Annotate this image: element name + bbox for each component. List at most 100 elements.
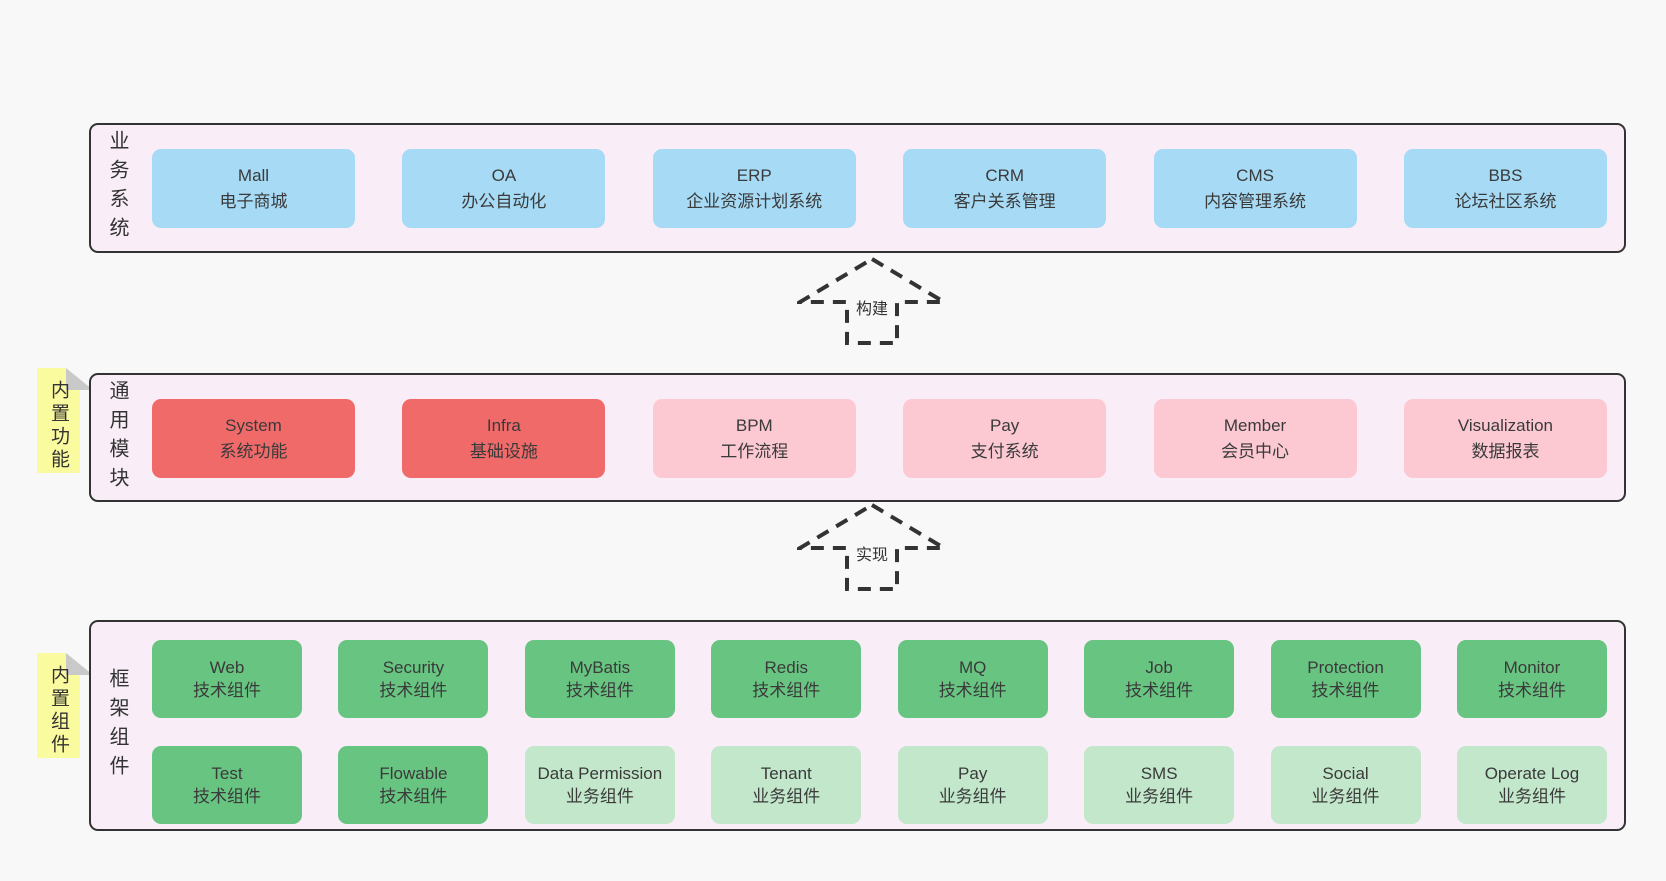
business-systems-row: Mall 电子商城 OA 办公自动化 ERP 企业资源计划系统 CRM 客户关系…: [152, 149, 1607, 228]
box-name: Data Permission: [537, 763, 663, 783]
box-name: Social: [1322, 763, 1369, 783]
box-tenant: Tenant 业务组件: [711, 746, 862, 824]
box-pay-component: Pay 业务组件: [897, 746, 1048, 824]
box-name: Member: [1223, 416, 1287, 435]
common-modules-layer: 通用模块 System 系统功能 Infra 基础设施 BPM 工作流程 Pay…: [89, 373, 1626, 502]
box-desc: 技术组件: [565, 681, 634, 700]
box-name: Visualization: [1457, 416, 1554, 435]
box-desc: 业务组件: [565, 787, 634, 806]
framework-components-row-2: Test 技术组件 Flowable 技术组件 Data Permission …: [152, 746, 1607, 824]
box-name: MQ: [958, 657, 987, 677]
implement-arrow-label: 实现: [851, 540, 893, 566]
box-cms: CMS 内容管理系统: [1153, 149, 1357, 228]
box-desc: 客户关系管理: [953, 191, 1056, 211]
box-name: Flowable: [379, 763, 448, 783]
box-data-permission: Data Permission 业务组件: [524, 746, 675, 824]
box-desc: 技术组件: [1125, 681, 1194, 700]
box-mq: MQ 技术组件: [897, 640, 1048, 718]
box-desc: 支付系统: [970, 441, 1039, 461]
box-desc: 电子商城: [219, 191, 288, 211]
box-crm: CRM 客户关系管理: [903, 149, 1107, 228]
box-name: Monitor: [1503, 657, 1561, 677]
layer-label-common-modules: 通用模块: [106, 379, 128, 496]
sticky-note-built-in-features: 内置功能: [37, 368, 93, 473]
box-name: MyBatis: [569, 657, 631, 677]
box-desc: 技术组件: [1311, 681, 1380, 700]
box-desc: 业务组件: [1497, 787, 1566, 806]
box-infra: Infra 基础设施: [402, 399, 606, 478]
box-desc: 数据报表: [1471, 441, 1540, 461]
box-name: Test: [211, 763, 243, 783]
framework-components-row-1: Web 技术组件 Security 技术组件 MyBatis 技术组件 Redi…: [152, 640, 1607, 718]
box-name: Protection: [1307, 657, 1384, 677]
box-mybatis: MyBatis 技术组件: [524, 640, 675, 718]
box-name: System: [225, 416, 282, 435]
sticky-note-built-in-components: 内置组件: [37, 653, 93, 758]
box-visualization: Visualization 数据报表: [1403, 399, 1607, 478]
box-desc: 技术组件: [379, 787, 448, 806]
box-job: Job 技术组件: [1084, 640, 1235, 718]
common-modules-row: System 系统功能 Infra 基础设施 BPM 工作流程 Pay 支付系统…: [152, 399, 1607, 478]
business-systems-layer: 业务系统 Mall 电子商城 OA 办公自动化 ERP 企业资源计划系统 CRM…: [89, 123, 1626, 253]
box-name: CMS: [1236, 166, 1274, 185]
box-desc: 业务组件: [1311, 787, 1380, 806]
box-security: Security 技术组件: [338, 640, 489, 718]
build-arrow: 构建: [797, 256, 947, 346]
box-web: Web 技术组件: [152, 640, 302, 718]
box-name: BPM: [735, 416, 773, 435]
layer-label-framework-components: 框架组件: [106, 667, 128, 784]
box-name: Tenant: [760, 763, 812, 783]
sticky-label: 内置功能: [48, 379, 69, 472]
box-system: System 系统功能: [152, 399, 355, 478]
box-desc: 技术组件: [379, 681, 448, 700]
box-erp: ERP 企业资源计划系统: [652, 149, 856, 228]
box-member: Member 会员中心: [1153, 399, 1357, 478]
box-sms: SMS 业务组件: [1084, 746, 1235, 824]
box-desc: 系统功能: [219, 441, 288, 461]
box-desc: 技术组件: [1497, 681, 1566, 700]
box-name: OA: [491, 166, 517, 185]
box-mall: Mall 电子商城: [152, 149, 355, 228]
box-name: Web: [209, 657, 245, 677]
box-social: Social 业务组件: [1270, 746, 1421, 824]
box-name: Redis: [764, 657, 808, 677]
box-desc: 技术组件: [938, 681, 1007, 700]
box-pay-module: Pay 支付系统: [903, 399, 1107, 478]
box-operate-log: Operate Log 业务组件: [1456, 746, 1607, 824]
box-name: Pay: [958, 763, 988, 783]
box-desc: 会员中心: [1221, 441, 1290, 461]
layer-label-business-systems: 业务系统: [106, 130, 128, 246]
box-name: Operate Log: [1484, 763, 1580, 783]
box-oa: OA 办公自动化: [402, 149, 606, 228]
box-monitor: Monitor 技术组件: [1456, 640, 1607, 718]
box-name: CRM: [985, 166, 1025, 185]
box-name: Infra: [486, 416, 521, 435]
box-flowable: Flowable 技术组件: [338, 746, 489, 824]
box-desc: 基础设施: [469, 441, 538, 461]
build-arrow-label: 构建: [851, 294, 893, 320]
box-desc: 业务组件: [938, 787, 1007, 806]
box-desc: 技术组件: [752, 681, 821, 700]
implement-arrow: 实现: [797, 502, 947, 592]
box-bbs: BBS 论坛社区系统: [1403, 149, 1607, 228]
box-desc: 技术组件: [193, 681, 261, 700]
box-bpm: BPM 工作流程: [652, 399, 856, 478]
sticky-label: 内置组件: [48, 664, 69, 757]
box-redis: Redis 技术组件: [711, 640, 862, 718]
box-desc: 论坛社区系统: [1454, 191, 1557, 211]
dashed-up-arrow-icon: [797, 256, 947, 345]
box-name: Security: [382, 657, 445, 677]
box-desc: 技术组件: [193, 787, 261, 806]
framework-components-layer: 框架组件 Web 技术组件 Security 技术组件 MyBatis 技术组件…: [89, 620, 1626, 831]
box-desc: 内容管理系统: [1204, 191, 1307, 211]
box-name: Pay: [990, 416, 1020, 435]
box-desc: 企业资源计划系统: [686, 191, 823, 211]
box-test: Test 技术组件: [152, 746, 302, 824]
box-name: BBS: [1488, 166, 1523, 185]
box-name: Job: [1145, 657, 1173, 677]
box-name: ERP: [736, 166, 772, 185]
box-desc: 办公自动化: [461, 191, 547, 211]
box-protection: Protection 技术组件: [1270, 640, 1421, 718]
box-desc: 工作流程: [720, 441, 789, 461]
